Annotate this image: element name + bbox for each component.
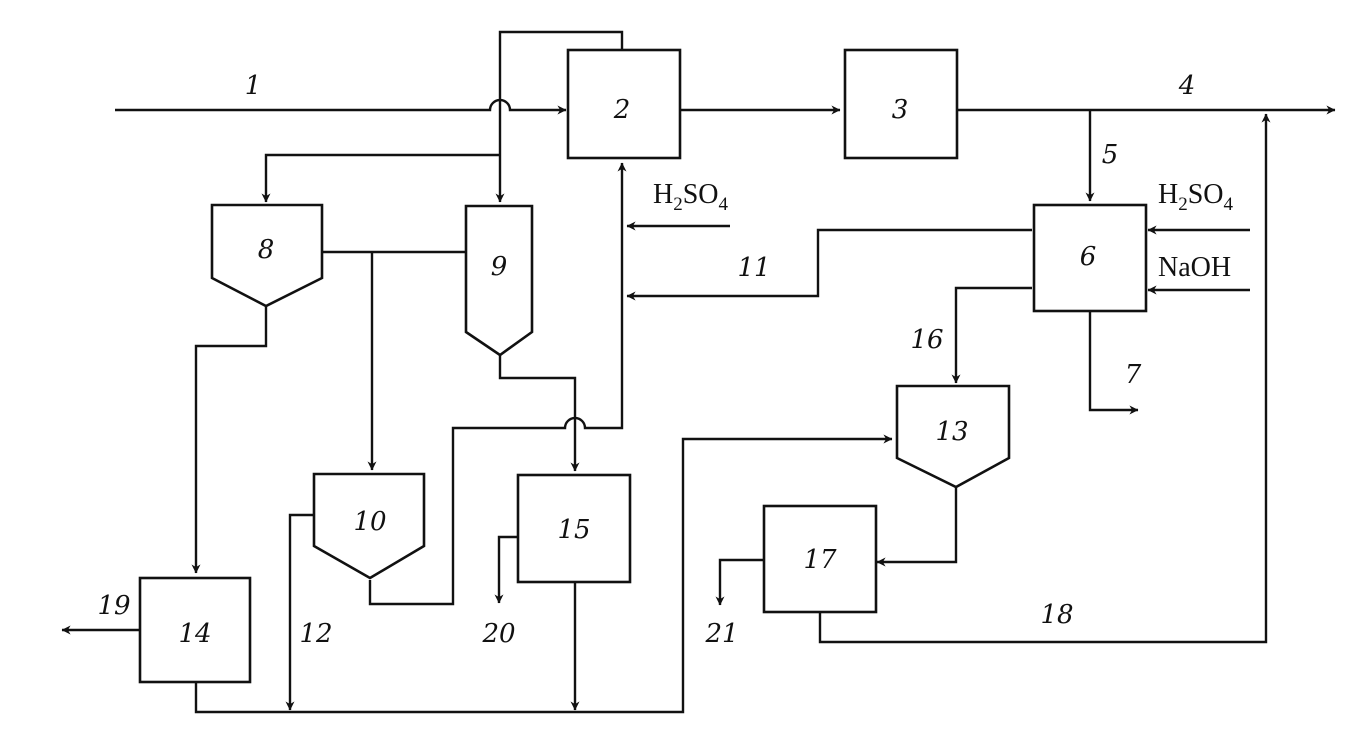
stream-7-line bbox=[1088, 312, 1139, 415]
stream-1-line bbox=[115, 98, 567, 115]
unit-9-label: 9 bbox=[491, 252, 508, 282]
stream-18-label: 18 bbox=[1040, 600, 1073, 630]
unit-8-hopper bbox=[210, 203, 324, 308]
return-10-to-2-line bbox=[368, 162, 627, 606]
unit-3 bbox=[843, 48, 959, 160]
stream-20-label: 20 bbox=[481, 619, 515, 649]
unit-15 bbox=[516, 473, 632, 584]
stream-12-label: 12 bbox=[299, 619, 332, 649]
unit-3-label: 3 bbox=[892, 95, 909, 125]
unit-14 bbox=[138, 576, 252, 684]
recycle-2-to-9-line bbox=[495, 30, 624, 203]
stream-1-label: 1 bbox=[245, 71, 262, 101]
stream-7-label: 7 bbox=[1125, 360, 1142, 390]
unit-10-label: 10 bbox=[353, 507, 386, 537]
unit-13-hopper bbox=[895, 384, 1011, 489]
unit-6 bbox=[1032, 203, 1148, 313]
stream-4-label: 4 bbox=[1178, 71, 1196, 101]
branch-to-8-line bbox=[261, 153, 500, 203]
bottom-header-line bbox=[194, 434, 893, 714]
stream-21-line bbox=[715, 558, 764, 606]
unit-10-hopper bbox=[312, 472, 426, 580]
stream-16-line bbox=[951, 286, 1032, 384]
unit-14-label: 14 bbox=[178, 619, 211, 649]
underflow-9-to-15-line bbox=[498, 355, 580, 472]
stream-11-line bbox=[626, 228, 1032, 301]
stream-20-line bbox=[494, 535, 518, 604]
unit-17 bbox=[762, 504, 878, 614]
unit-13-label: 13 bbox=[935, 417, 968, 447]
unit-15-label: 15 bbox=[557, 515, 590, 545]
stream-19-label: 19 bbox=[97, 591, 130, 621]
underflow-13-to-17-line bbox=[876, 487, 958, 567]
unit-2 bbox=[566, 48, 682, 160]
stream-16-label: 16 bbox=[910, 325, 943, 355]
unit-17-label: 17 bbox=[803, 545, 837, 575]
unit-8-label: 8 bbox=[258, 235, 275, 265]
stream-5-label: 5 bbox=[1102, 140, 1119, 170]
base-feed-6-label: NaOH bbox=[1158, 252, 1231, 283]
stream-12-line bbox=[285, 513, 314, 711]
unit-2-label: 2 bbox=[613, 95, 631, 125]
underflow-8-to-14-line bbox=[191, 306, 268, 574]
acid-feed-2-label: H2SO4 bbox=[653, 179, 729, 215]
stream-21-label: 21 bbox=[704, 619, 738, 649]
unit-6-label: 6 bbox=[1080, 242, 1097, 272]
stream-11-label: 11 bbox=[737, 253, 770, 283]
stream-18-line bbox=[818, 113, 1271, 644]
acid-feed-6-label: H2SO4 bbox=[1158, 179, 1234, 215]
unit-9-column bbox=[464, 204, 534, 357]
